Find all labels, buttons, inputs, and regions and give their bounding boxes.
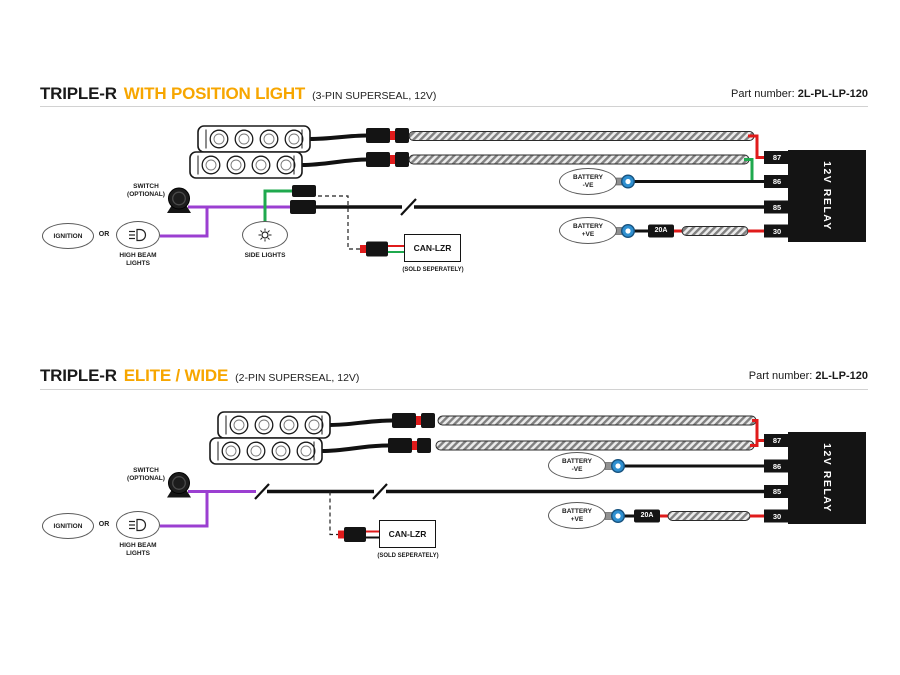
wire-red <box>750 441 759 447</box>
wire-break-icon <box>372 483 388 500</box>
title-spec: (2-PIN SUPERSEAL, 12V) <box>235 372 360 384</box>
relay-label-text: 12V RELAY <box>820 161 833 231</box>
wire-red <box>752 419 766 442</box>
relay-body-label: 12V RELAY <box>788 150 866 242</box>
title-main: TRIPLE-R <box>40 366 117 385</box>
relay-body-label: 12V RELAY <box>788 432 866 524</box>
relay-pin-86: 86 <box>772 461 782 471</box>
high-beam-icon <box>129 518 147 532</box>
canlzr-connector-icon <box>366 241 388 257</box>
fuse-label: 20A <box>640 512 654 519</box>
title-divider <box>40 106 868 107</box>
wire-purple <box>160 491 209 528</box>
lightbar-icon <box>217 411 331 439</box>
braided-cable <box>435 440 755 451</box>
relay-label-text: 12V RELAY <box>820 443 833 513</box>
relay-icon <box>764 432 866 524</box>
diagram1-graphics <box>160 125 866 257</box>
diagram-title: TRIPLE-R ELITE / WIDE (2-PIN SUPERSEAL, … <box>40 366 359 386</box>
diagram-title: TRIPLE-R WITH POSITION LIGHT (3-PIN SUPE… <box>40 84 436 104</box>
inline-connector-icon <box>292 185 316 197</box>
part-number-label: Part number: <box>731 88 795 100</box>
or-label: OR <box>98 521 110 528</box>
battery-negative-badge: BATTERY -VE <box>559 168 617 195</box>
canlzr-box: CAN-LZR <box>379 520 436 548</box>
sold-separately-label: (SOLD SEPERATELY) <box>402 267 464 273</box>
ignition-badge: IGNITION <box>42 223 94 249</box>
braided-cable <box>437 415 757 426</box>
battery-positive-badge: BATTERY +VE <box>548 502 606 529</box>
superseal-connector-icon <box>366 128 409 143</box>
canlzr-box: CAN-LZR <box>404 234 461 262</box>
side-lights-label: SIDE LIGHTS <box>244 252 286 259</box>
lamp-wire <box>321 443 389 453</box>
part-number-label: Part number: <box>748 370 813 382</box>
fuse-icon <box>648 224 674 238</box>
fuse-icon <box>634 509 660 523</box>
lamp-wire <box>329 418 393 427</box>
wire-green <box>263 189 294 222</box>
high-beam-icon <box>129 228 147 242</box>
part-number-value: 2L-PL-LP-120 <box>797 88 868 100</box>
title-spec: (3-PIN SUPERSEAL, 12V) <box>312 90 437 102</box>
title-divider <box>40 389 868 390</box>
wire-break-icon <box>254 483 270 500</box>
lamp-wire <box>309 133 369 141</box>
braided-cable <box>408 131 755 141</box>
part-number: Part number: 2L-LP-120 <box>749 370 868 382</box>
fuse-label: 20A <box>654 227 668 234</box>
relay-icon <box>764 150 866 242</box>
title-main: TRIPLE-R <box>40 84 117 103</box>
relay-pin-85: 85 <box>772 202 782 212</box>
title-accent: WITH POSITION LIGHT <box>123 84 306 103</box>
inline-connector-icon <box>290 200 316 214</box>
superseal-connector-icon <box>388 438 431 453</box>
part-number-value: 2L-LP-120 <box>815 370 868 382</box>
optional-link-dashed <box>318 195 362 250</box>
battery-negative-badge: BATTERY -VE <box>548 452 606 479</box>
wire-purple <box>160 207 209 238</box>
wire-red <box>748 134 766 159</box>
high-beam-label: HIGH BEAM LIGHTS <box>119 542 157 557</box>
switch-label: SWITCH (OPTIONAL) <box>127 183 165 198</box>
high-beam-label: HIGH BEAM LIGHTS <box>119 252 157 267</box>
sold-separately-label: (SOLD SEPERATELY) <box>377 553 439 559</box>
wire-break-icon <box>400 198 417 216</box>
relay-pin-86: 86 <box>772 177 782 186</box>
superseal-connector-icon <box>392 413 435 428</box>
braided-cable <box>667 511 751 521</box>
ignition-badge: IGNITION <box>42 513 94 539</box>
lightbar-icon <box>189 151 303 179</box>
relay-pin-30: 30 <box>772 226 782 236</box>
relay-pin-87: 87 <box>772 153 782 162</box>
lamp-wire <box>301 157 369 167</box>
relay-pin-85: 85 <box>772 487 782 496</box>
relay-pin-30: 30 <box>772 511 782 521</box>
braided-cable <box>408 154 750 165</box>
lightbar-icon <box>209 437 323 465</box>
or-label: OR <box>98 231 110 238</box>
diagram2-graphics <box>160 411 866 542</box>
superseal-connector-icon <box>366 152 409 167</box>
part-number: Part number: 2L-PL-LP-120 <box>731 88 868 100</box>
battery-positive-badge: BATTERY +VE <box>559 217 617 244</box>
optional-link-dashed <box>329 491 340 536</box>
switch-icon <box>167 187 191 213</box>
high-beam-badge <box>116 221 160 249</box>
switch-label: SWITCH (OPTIONAL) <box>127 467 165 482</box>
canlzr-connector-icon <box>344 527 366 542</box>
lightbar-icon <box>197 125 311 153</box>
side-lights-badge <box>242 221 288 249</box>
switch-icon <box>167 472 191 498</box>
braided-cable <box>681 226 749 236</box>
high-beam-badge <box>116 511 160 539</box>
side-lights-icon <box>258 228 272 242</box>
title-accent: ELITE / WIDE <box>123 366 229 385</box>
relay-pin-87: 87 <box>772 436 782 445</box>
